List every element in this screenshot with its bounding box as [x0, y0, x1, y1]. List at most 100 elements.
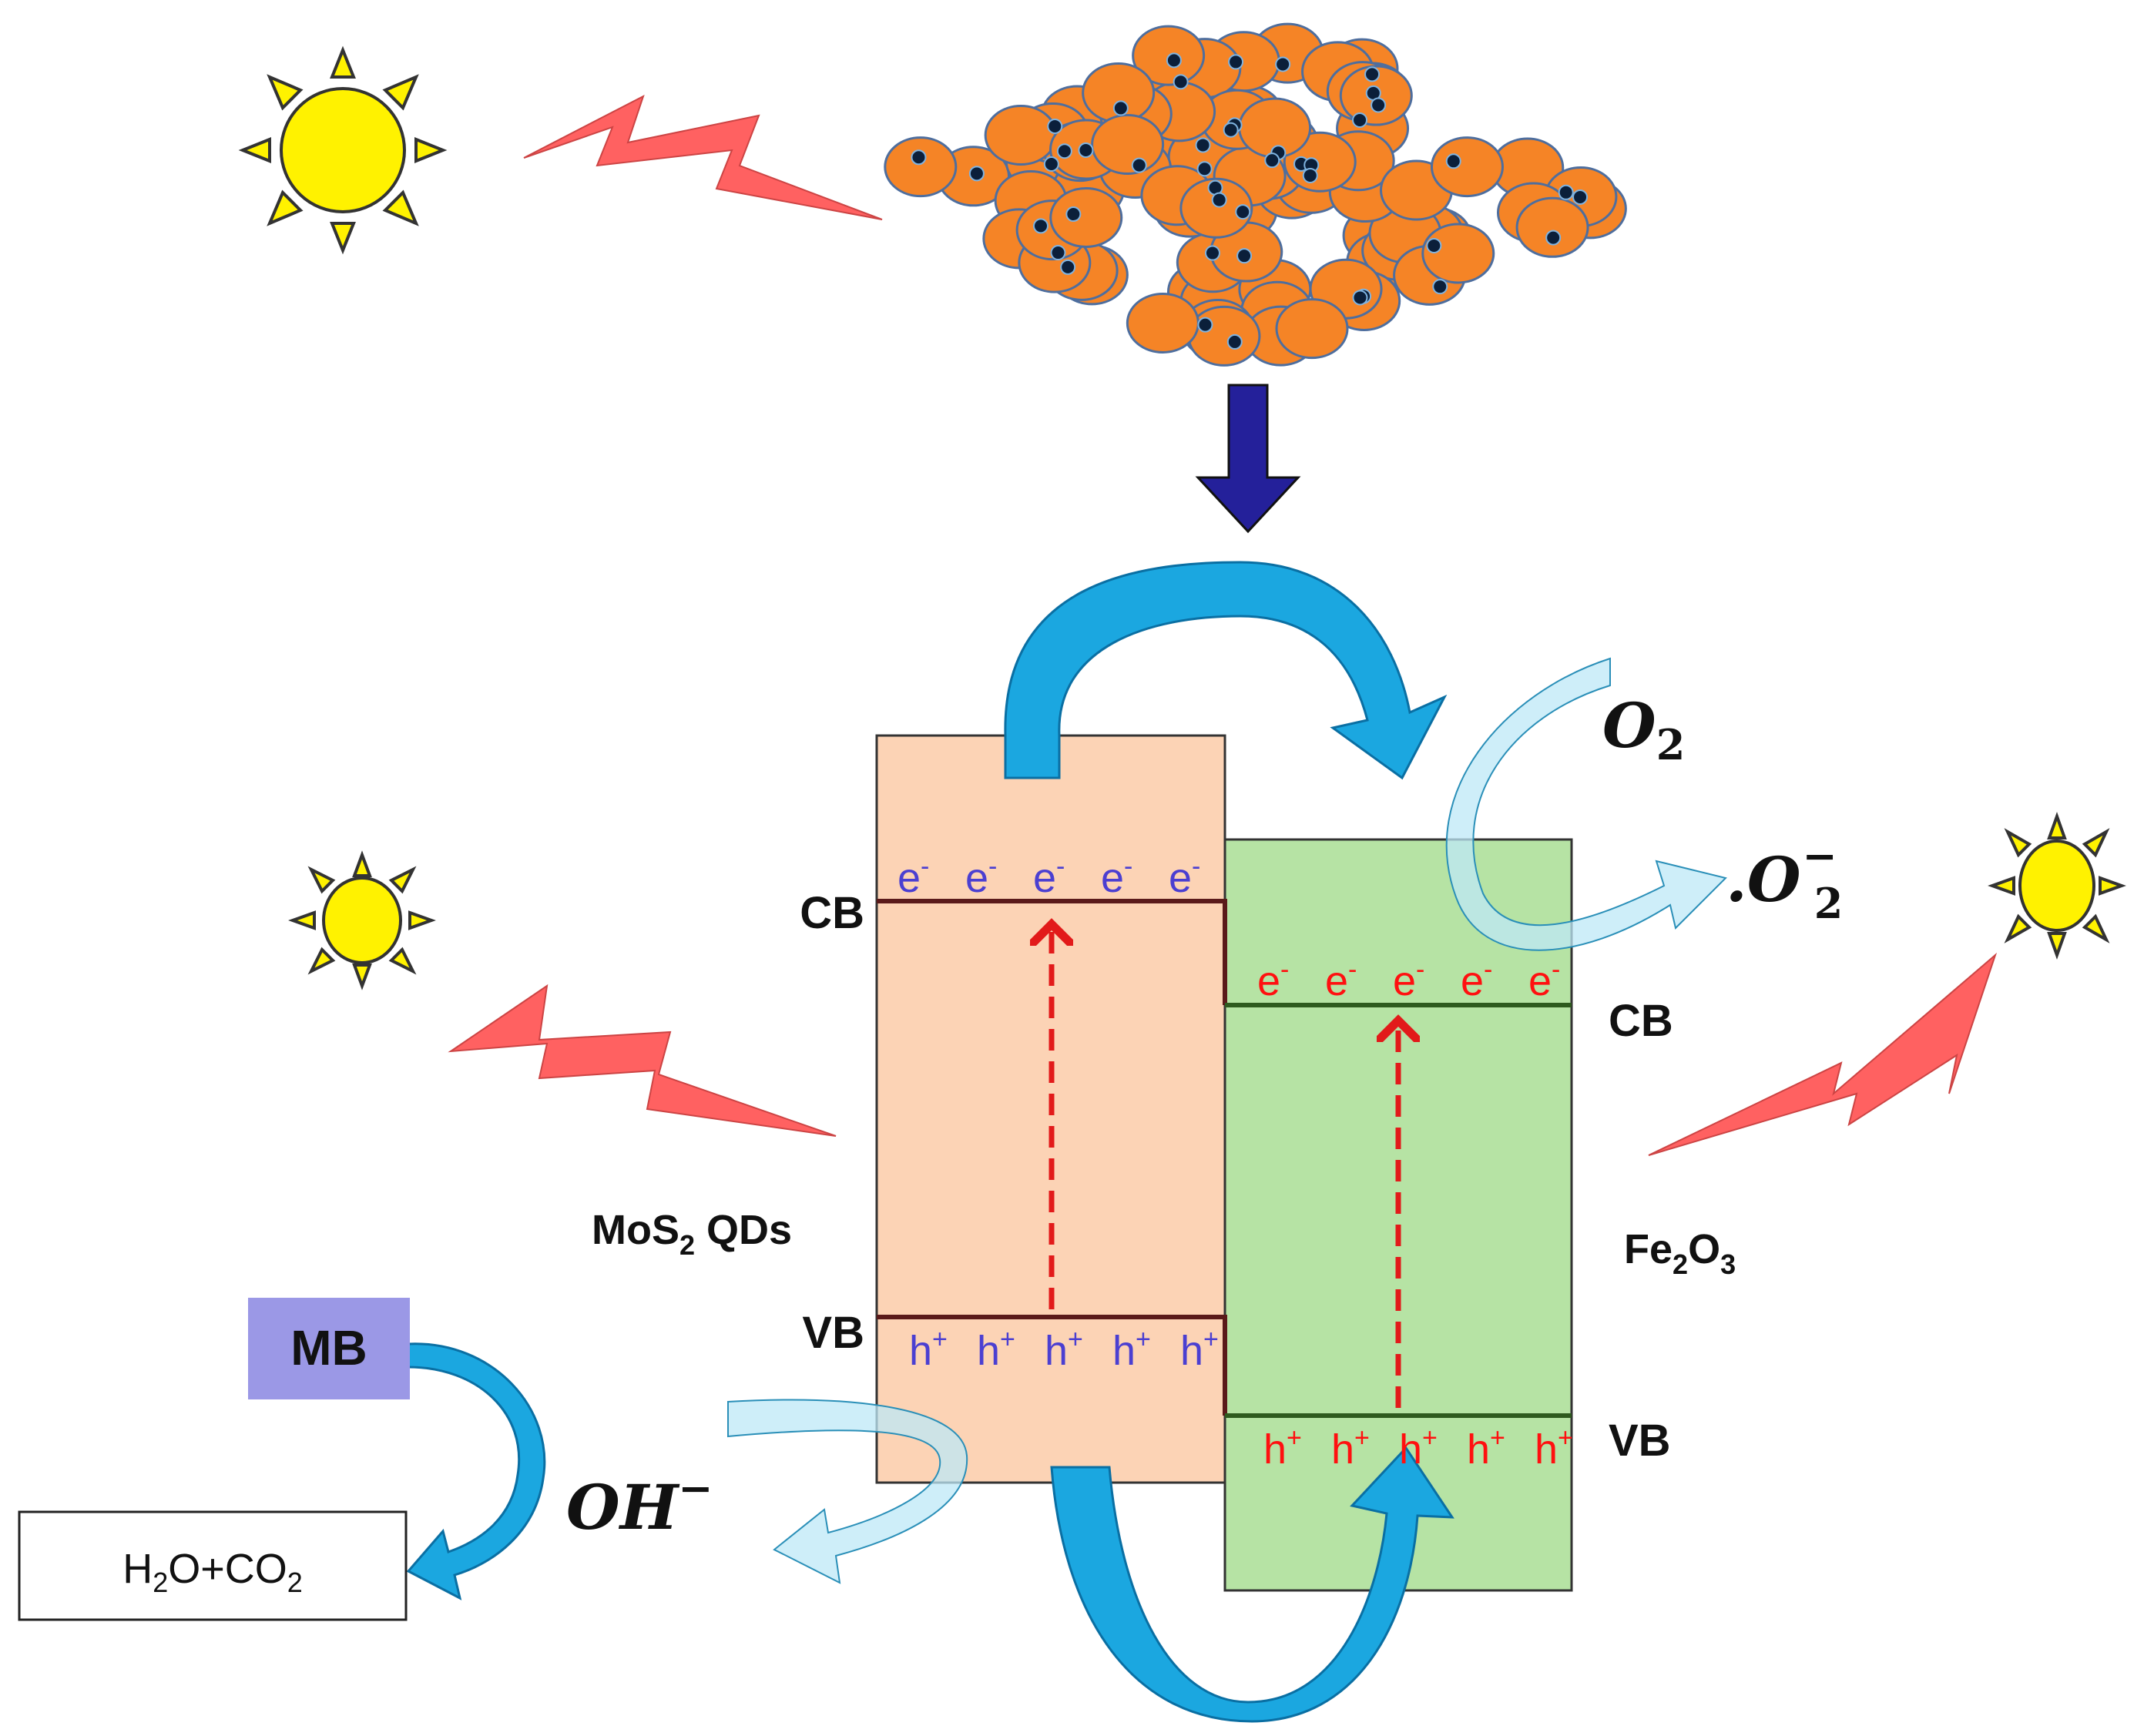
- nanoparticle: [1430, 136, 1504, 198]
- nanoparticle: [1187, 305, 1261, 367]
- nanoparticle: [984, 105, 1058, 166]
- sun-icon: [1988, 812, 2126, 960]
- mos2-electron-row: e-e-e-e-e-: [898, 852, 1200, 901]
- nanoparticle: [1126, 292, 1199, 354]
- quantum-dot: [1236, 248, 1253, 264]
- hole: h+: [1112, 1325, 1151, 1374]
- quantum-dot: [1235, 204, 1251, 220]
- electron: e-: [1257, 955, 1289, 1004]
- quantum-dot: [1558, 184, 1574, 200]
- quantum-dot: [1131, 157, 1147, 173]
- mb-box: [248, 1298, 410, 1399]
- quantum-dot: [1173, 74, 1189, 90]
- quantum-dot: [1112, 100, 1129, 116]
- quantum-dot: [1065, 206, 1082, 223]
- hole: h+: [1263, 1423, 1302, 1473]
- electron: e-: [1033, 852, 1065, 901]
- quantum-dot: [1302, 167, 1318, 183]
- hole: h+: [1399, 1423, 1438, 1473]
- lightning-bolt-icon: [448, 984, 837, 1137]
- quantum-dot: [1432, 279, 1448, 295]
- quantum-dot: [1195, 137, 1211, 153]
- quantum-dot: [1056, 143, 1072, 159]
- quantum-dot: [1545, 230, 1562, 246]
- down-arrow-icon: [1195, 384, 1301, 534]
- fe2o3-hole-row: h+ h+ h+ h+ h+: [1263, 1423, 1573, 1473]
- quantum-dot: [1352, 290, 1368, 306]
- quantum-dot: [1352, 112, 1368, 128]
- electron: e-: [1528, 955, 1560, 1004]
- electron: e-: [965, 852, 997, 901]
- mos2-name: MoS2 QDs: [592, 1207, 792, 1261]
- quantum-dot: [1196, 161, 1213, 177]
- electron: e-: [1325, 955, 1357, 1004]
- quantum-dot: [1426, 237, 1442, 253]
- quantum-dot: [1050, 245, 1066, 261]
- hole: h+: [1535, 1423, 1573, 1473]
- quantum-dot: [1211, 192, 1227, 208]
- mos2-vb-line: [877, 1315, 1227, 1416]
- nanoparticle: [1091, 114, 1165, 176]
- quantum-dot: [1204, 245, 1220, 261]
- quantum-dot: [1043, 156, 1059, 172]
- mos2-cb-line: [877, 899, 1227, 1005]
- hole-transfer-arrow: [1050, 1446, 1454, 1723]
- fe2o3-electron-row: e-e-e-e-e-: [1257, 955, 1560, 1004]
- o2-label: O2: [1602, 689, 1685, 769]
- lightning-bolt-icon: [1648, 952, 1998, 1156]
- electron: e-: [1169, 852, 1200, 901]
- quantum-dot: [1060, 259, 1076, 275]
- o2-reduction-arrow: [1445, 657, 1727, 951]
- hole: h+: [909, 1325, 948, 1374]
- nanoparticle: [1515, 196, 1589, 258]
- hydroxyl-label: OH−: [566, 1463, 713, 1543]
- quantum-dot: [1572, 189, 1589, 205]
- mb-label: MB: [290, 1320, 367, 1376]
- products-label: H2O+CO2: [122, 1546, 303, 1598]
- electron: e-: [898, 852, 929, 901]
- quantum-dot: [1371, 97, 1387, 113]
- mos2-vb-label: VB: [802, 1308, 864, 1358]
- electron-transfer-arrow: [1004, 561, 1448, 780]
- quantum-dot: [1228, 54, 1244, 70]
- quantum-dot: [1078, 142, 1094, 158]
- quantum-dot: [1166, 52, 1182, 69]
- quantum-dot: [1275, 56, 1291, 72]
- nanoparticle: [1275, 298, 1349, 360]
- superoxide-label: .O−2: [1726, 831, 1843, 928]
- nanoparticle: [884, 136, 958, 198]
- quantum-dot: [1223, 122, 1239, 138]
- sun-icon: [238, 45, 448, 255]
- electron: e-: [1461, 955, 1492, 1004]
- quantum-dot: [1364, 66, 1381, 82]
- hole: h+: [977, 1325, 1015, 1374]
- nanoparticle-cluster: [884, 22, 1627, 367]
- quantum-dot: [1197, 317, 1213, 333]
- mos2-cb-label: CB: [800, 888, 864, 938]
- nanoparticle: [1049, 186, 1123, 248]
- mos2-hole-row: h+ h+ h+ h+ h+: [909, 1325, 1219, 1374]
- quantum-dot: [1264, 152, 1280, 169]
- lightning-bolt-icon: [523, 94, 883, 220]
- hole: h+: [1180, 1325, 1219, 1374]
- products-box: [18, 1510, 408, 1621]
- oh-oxidation-arrow: [727, 1399, 968, 1584]
- hole: h+: [1467, 1423, 1505, 1473]
- nanoparticle: [1179, 177, 1253, 239]
- electron: e-: [1101, 852, 1132, 901]
- fe2o3-vb-label: VB: [1609, 1416, 1671, 1466]
- mb-degradation-arrow: [406, 1342, 546, 1600]
- electron: e-: [1393, 955, 1424, 1004]
- quantum-dot: [1032, 218, 1048, 234]
- quantum-dot: [911, 149, 927, 166]
- fe2o3-cb-label: CB: [1609, 996, 1673, 1046]
- quantum-dot: [1445, 153, 1461, 169]
- nanoparticle: [1421, 223, 1495, 284]
- fe2o3-name: Fe2O3: [1624, 1226, 1736, 1280]
- quantum-dot: [968, 166, 985, 182]
- quantum-dot: [1226, 333, 1243, 350]
- hole: h+: [1045, 1325, 1083, 1374]
- hole: h+: [1331, 1423, 1370, 1473]
- quantum-dot: [1047, 118, 1063, 134]
